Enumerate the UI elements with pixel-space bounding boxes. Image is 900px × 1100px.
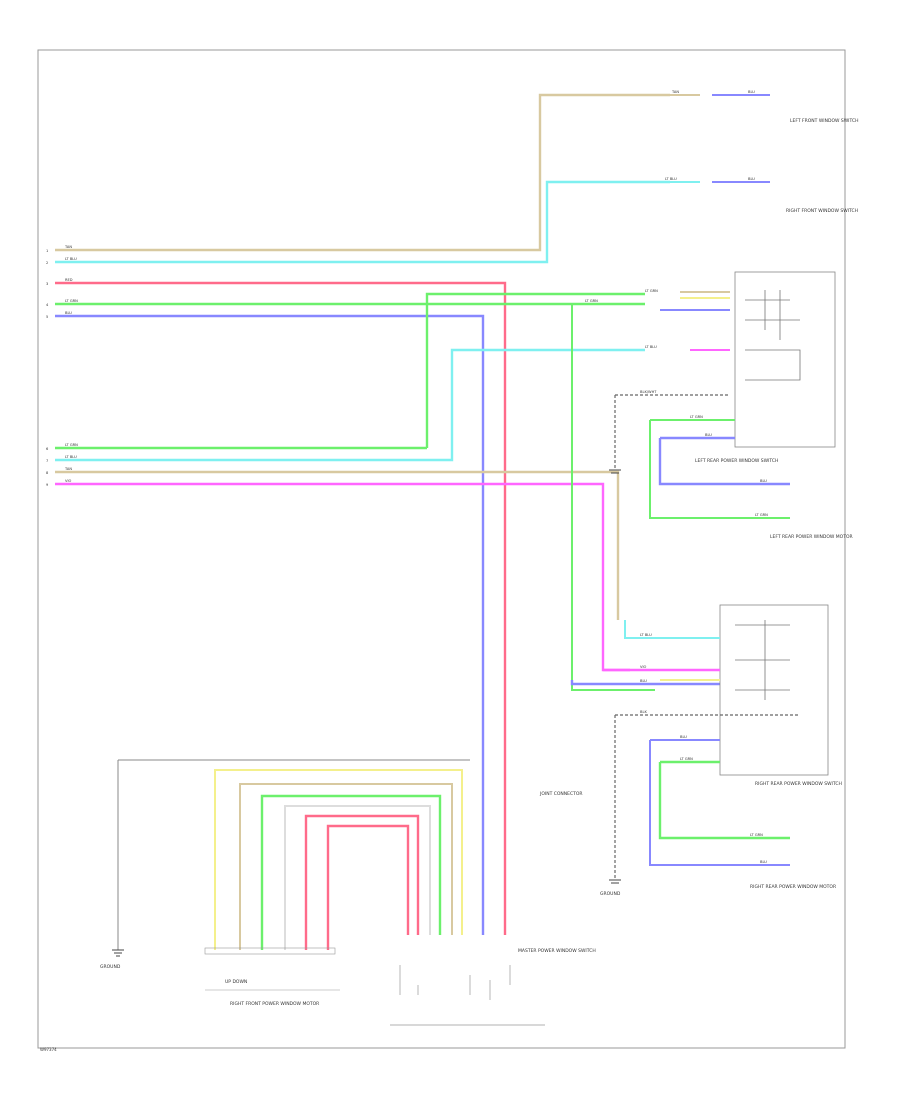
wire-label-blu-rrm: BLU xyxy=(680,735,687,739)
pin-8: 8 xyxy=(46,471,49,475)
wire-label-blu-rr: BLU xyxy=(640,679,647,683)
label-rr-switch: RIGHT REAR POWER WINDOW SWITCH xyxy=(755,781,842,787)
wire-label-ltblu-top: LT BLU xyxy=(65,257,77,261)
ground-symbol-rr xyxy=(609,879,621,884)
pin-5: 5 xyxy=(46,315,48,319)
pin-9: 9 xyxy=(46,483,49,487)
wire-yellow-bottom xyxy=(214,769,463,950)
pin-6: 6 xyxy=(46,447,49,451)
wire-label-red: RED xyxy=(65,278,73,282)
label-rr-motor: RIGHT REAR POWER WINDOW MOTOR xyxy=(750,884,836,890)
wire-black-rr xyxy=(614,714,800,880)
pin-1: 1 xyxy=(46,249,48,253)
wire-green-rr-motor xyxy=(658,760,790,840)
pin-3: 3 xyxy=(46,282,48,286)
wire-black-lr xyxy=(614,394,730,470)
wire-label-ltblu-lr: LT BLU xyxy=(645,345,657,349)
pin-2: 2 xyxy=(46,261,48,265)
label-ground-left: GROUND xyxy=(100,964,121,970)
rr-switch-contacts xyxy=(735,620,790,700)
wire-label-blu-rf: BLU xyxy=(748,177,755,181)
wire-grey-bottom xyxy=(284,805,431,950)
wire-label-blu: BLU xyxy=(65,311,72,315)
lr-switch-contacts xyxy=(745,290,801,381)
label-rf-motor: RIGHT FRONT POWER WINDOW MOTOR xyxy=(230,1001,319,1007)
wire-ltblue-rr xyxy=(624,620,720,639)
wire-label-ltgrn: LT GRN xyxy=(65,299,78,303)
wire-green-lr-down xyxy=(571,304,655,691)
rf-motor-connector xyxy=(204,947,336,955)
wire-blue-main xyxy=(55,314,485,935)
wire-label-ltblu-2: LT BLU xyxy=(65,455,77,459)
wire-label-tan-2: TAN xyxy=(64,467,72,471)
wire-label-vio-rr: VIO xyxy=(640,665,647,669)
wire-blue-lr-motor xyxy=(658,436,790,486)
lr-switch-box xyxy=(734,271,836,448)
wire-ltblue-mid xyxy=(55,348,645,462)
label-ground-rr: GROUND xyxy=(600,891,621,897)
wire-label-tan-lf: TAN xyxy=(671,90,679,94)
wire-blue-rr xyxy=(570,680,720,686)
wire-violet-mid xyxy=(55,482,630,672)
wire-black-bottom-left xyxy=(117,759,470,950)
wire-tan-bottom xyxy=(239,783,453,950)
ground-symbol-left xyxy=(112,949,124,957)
wire-label-ltgrn-lrm: LT GRN xyxy=(690,415,703,419)
wire-label-ltgrn-lr: LT GRN xyxy=(645,289,658,293)
wire-label-tan-top: TAN xyxy=(64,245,72,249)
wire-label-ltgrn-2: LT GRN xyxy=(65,443,78,447)
wire-label-ltgrn-lrm2: LT GRN xyxy=(755,513,768,517)
ground-symbol-lr xyxy=(609,469,621,474)
label-conn-rr: JOINT CONNECTOR xyxy=(539,791,583,797)
label-rf-switch: RIGHT FRONT WINDOW SWITCH xyxy=(786,208,858,214)
label-lr-motor: LEFT REAR POWER WINDOW MOTOR xyxy=(770,534,853,540)
label-lr-switch: LEFT REAR POWER WINDOW SWITCH xyxy=(695,458,778,464)
wire-red-bottom-1 xyxy=(304,814,420,950)
wire-label-blu-lf: BLU xyxy=(748,90,755,94)
diagram-code: W97374 xyxy=(40,1047,57,1052)
master-switch-contacts xyxy=(399,965,511,1000)
wire-label-blk-rr: BLK xyxy=(640,710,647,714)
label-main-switch: MASTER POWER WINDOW SWITCH xyxy=(518,948,596,954)
wire-green-lr-motor xyxy=(649,419,790,519)
wire-tan-top xyxy=(55,93,670,252)
label-up-down: UP DOWN xyxy=(225,979,247,985)
wire-label-ltblu-rr: LT BLU xyxy=(640,633,652,637)
label-lf-switch: LEFT FRONT WINDOW SWITCH xyxy=(790,118,859,124)
wire-green-upper xyxy=(425,292,645,448)
wire-tan-mid xyxy=(55,470,620,620)
diagram-frame xyxy=(37,49,846,1049)
wire-label-blk-lr: BLK/WHT xyxy=(640,390,657,394)
wire-label-ltgrn-lr2: LT GRN xyxy=(585,299,598,303)
wire-blue-rr-motor xyxy=(649,739,790,866)
wire-ltblue-top xyxy=(55,180,670,264)
wire-label-blu-lrm: BLU xyxy=(705,433,712,437)
wire-label-blu-rrm2: BLU xyxy=(760,860,767,864)
rr-switch-box xyxy=(719,604,829,776)
wire-green-bottom xyxy=(260,794,442,950)
wire-label-vio: VIO xyxy=(65,479,72,483)
wire-label-ltgrn-rrm: LT GRN xyxy=(680,757,693,761)
wire-label-blu-lrm2: BLU xyxy=(760,479,767,483)
wire-label-ltblu-rf: LT BLU xyxy=(665,177,677,181)
wire-red-bottom-2 xyxy=(326,824,410,950)
wire-red-main xyxy=(55,281,507,935)
pin-7: 7 xyxy=(46,459,48,463)
pin-4: 4 xyxy=(46,303,49,307)
wire-label-ltgrn-rrm2: LT GRN xyxy=(750,833,763,837)
